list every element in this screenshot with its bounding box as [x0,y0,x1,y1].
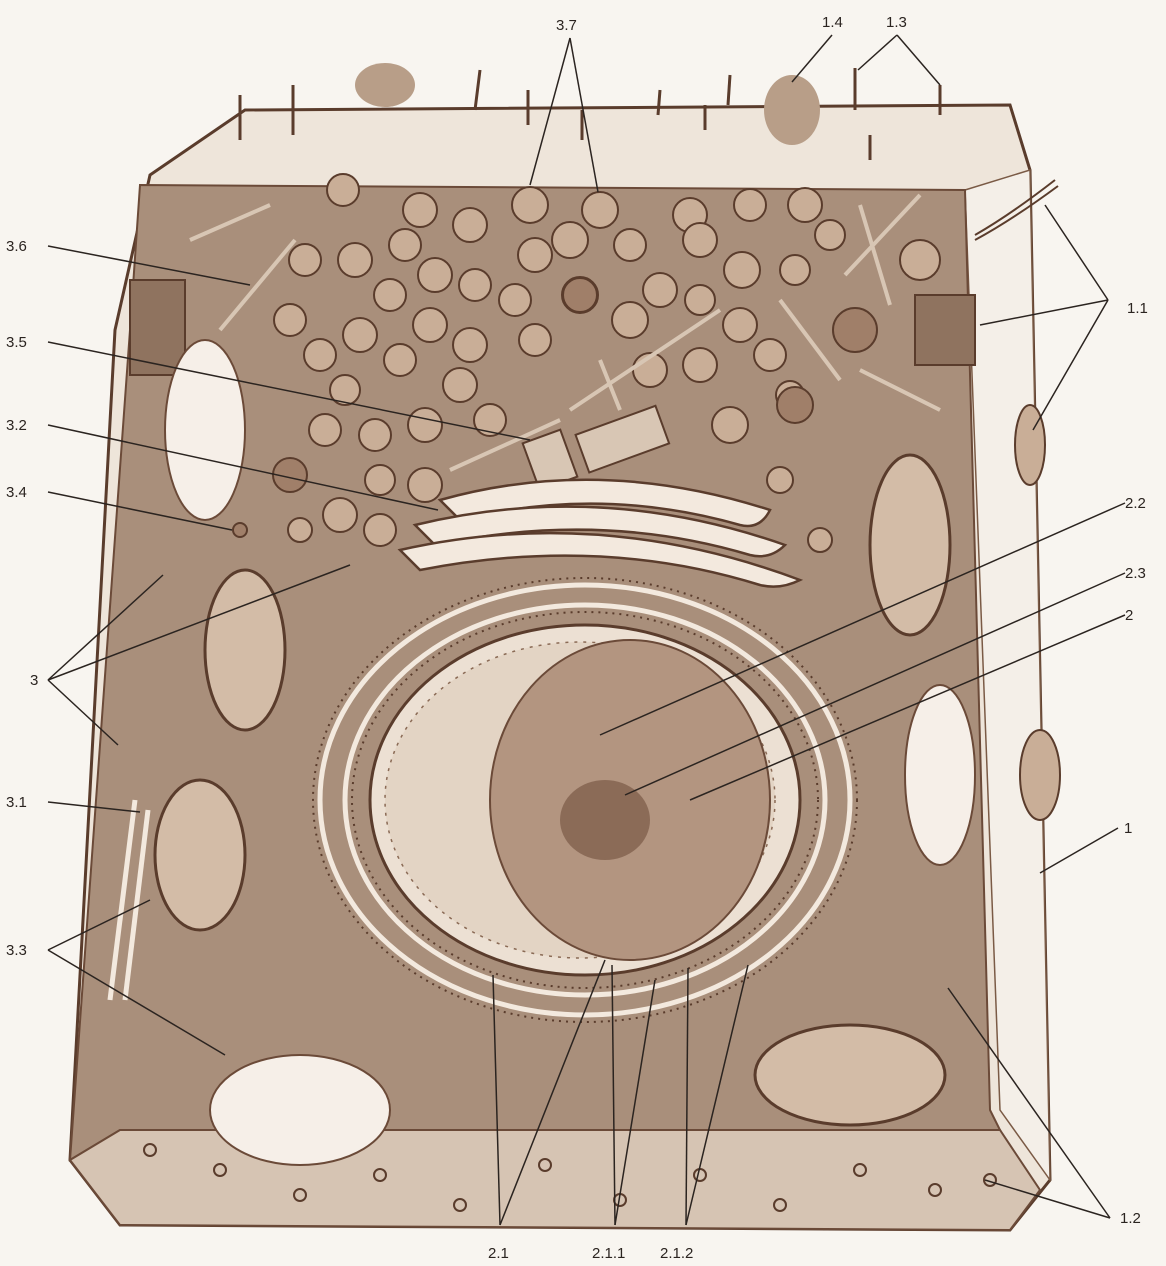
label-3-1: 3.1 [6,794,27,811]
label-1-2: 1.2 [1120,1210,1141,1227]
label-3-4: 3.4 [6,484,27,501]
label-2-3: 2.3 [1125,565,1146,582]
label-3-7: 3.7 [556,17,577,34]
label-3: 3 [30,672,38,689]
label-2: 2 [1125,607,1133,624]
nucleus [370,625,800,975]
nucleolus-core [560,780,650,860]
label-1-4: 1.4 [822,14,843,31]
label-2-2: 2.2 [1125,495,1146,512]
label-3-3: 3.3 [6,942,27,959]
label-2-1-2: 2.1.2 [660,1245,693,1262]
label-2-1: 2.1 [488,1245,509,1262]
bottom-membrane-face [70,1130,1040,1230]
label-1: 1 [1124,820,1132,837]
label-1-1: 1.1 [1127,300,1148,317]
label-2-1-1: 2.1.1 [592,1245,625,1262]
label-3-2: 3.2 [6,417,27,434]
label-3-5: 3.5 [6,334,27,351]
label-3-6: 3.6 [6,238,27,255]
label-1-3: 1.3 [886,14,907,31]
